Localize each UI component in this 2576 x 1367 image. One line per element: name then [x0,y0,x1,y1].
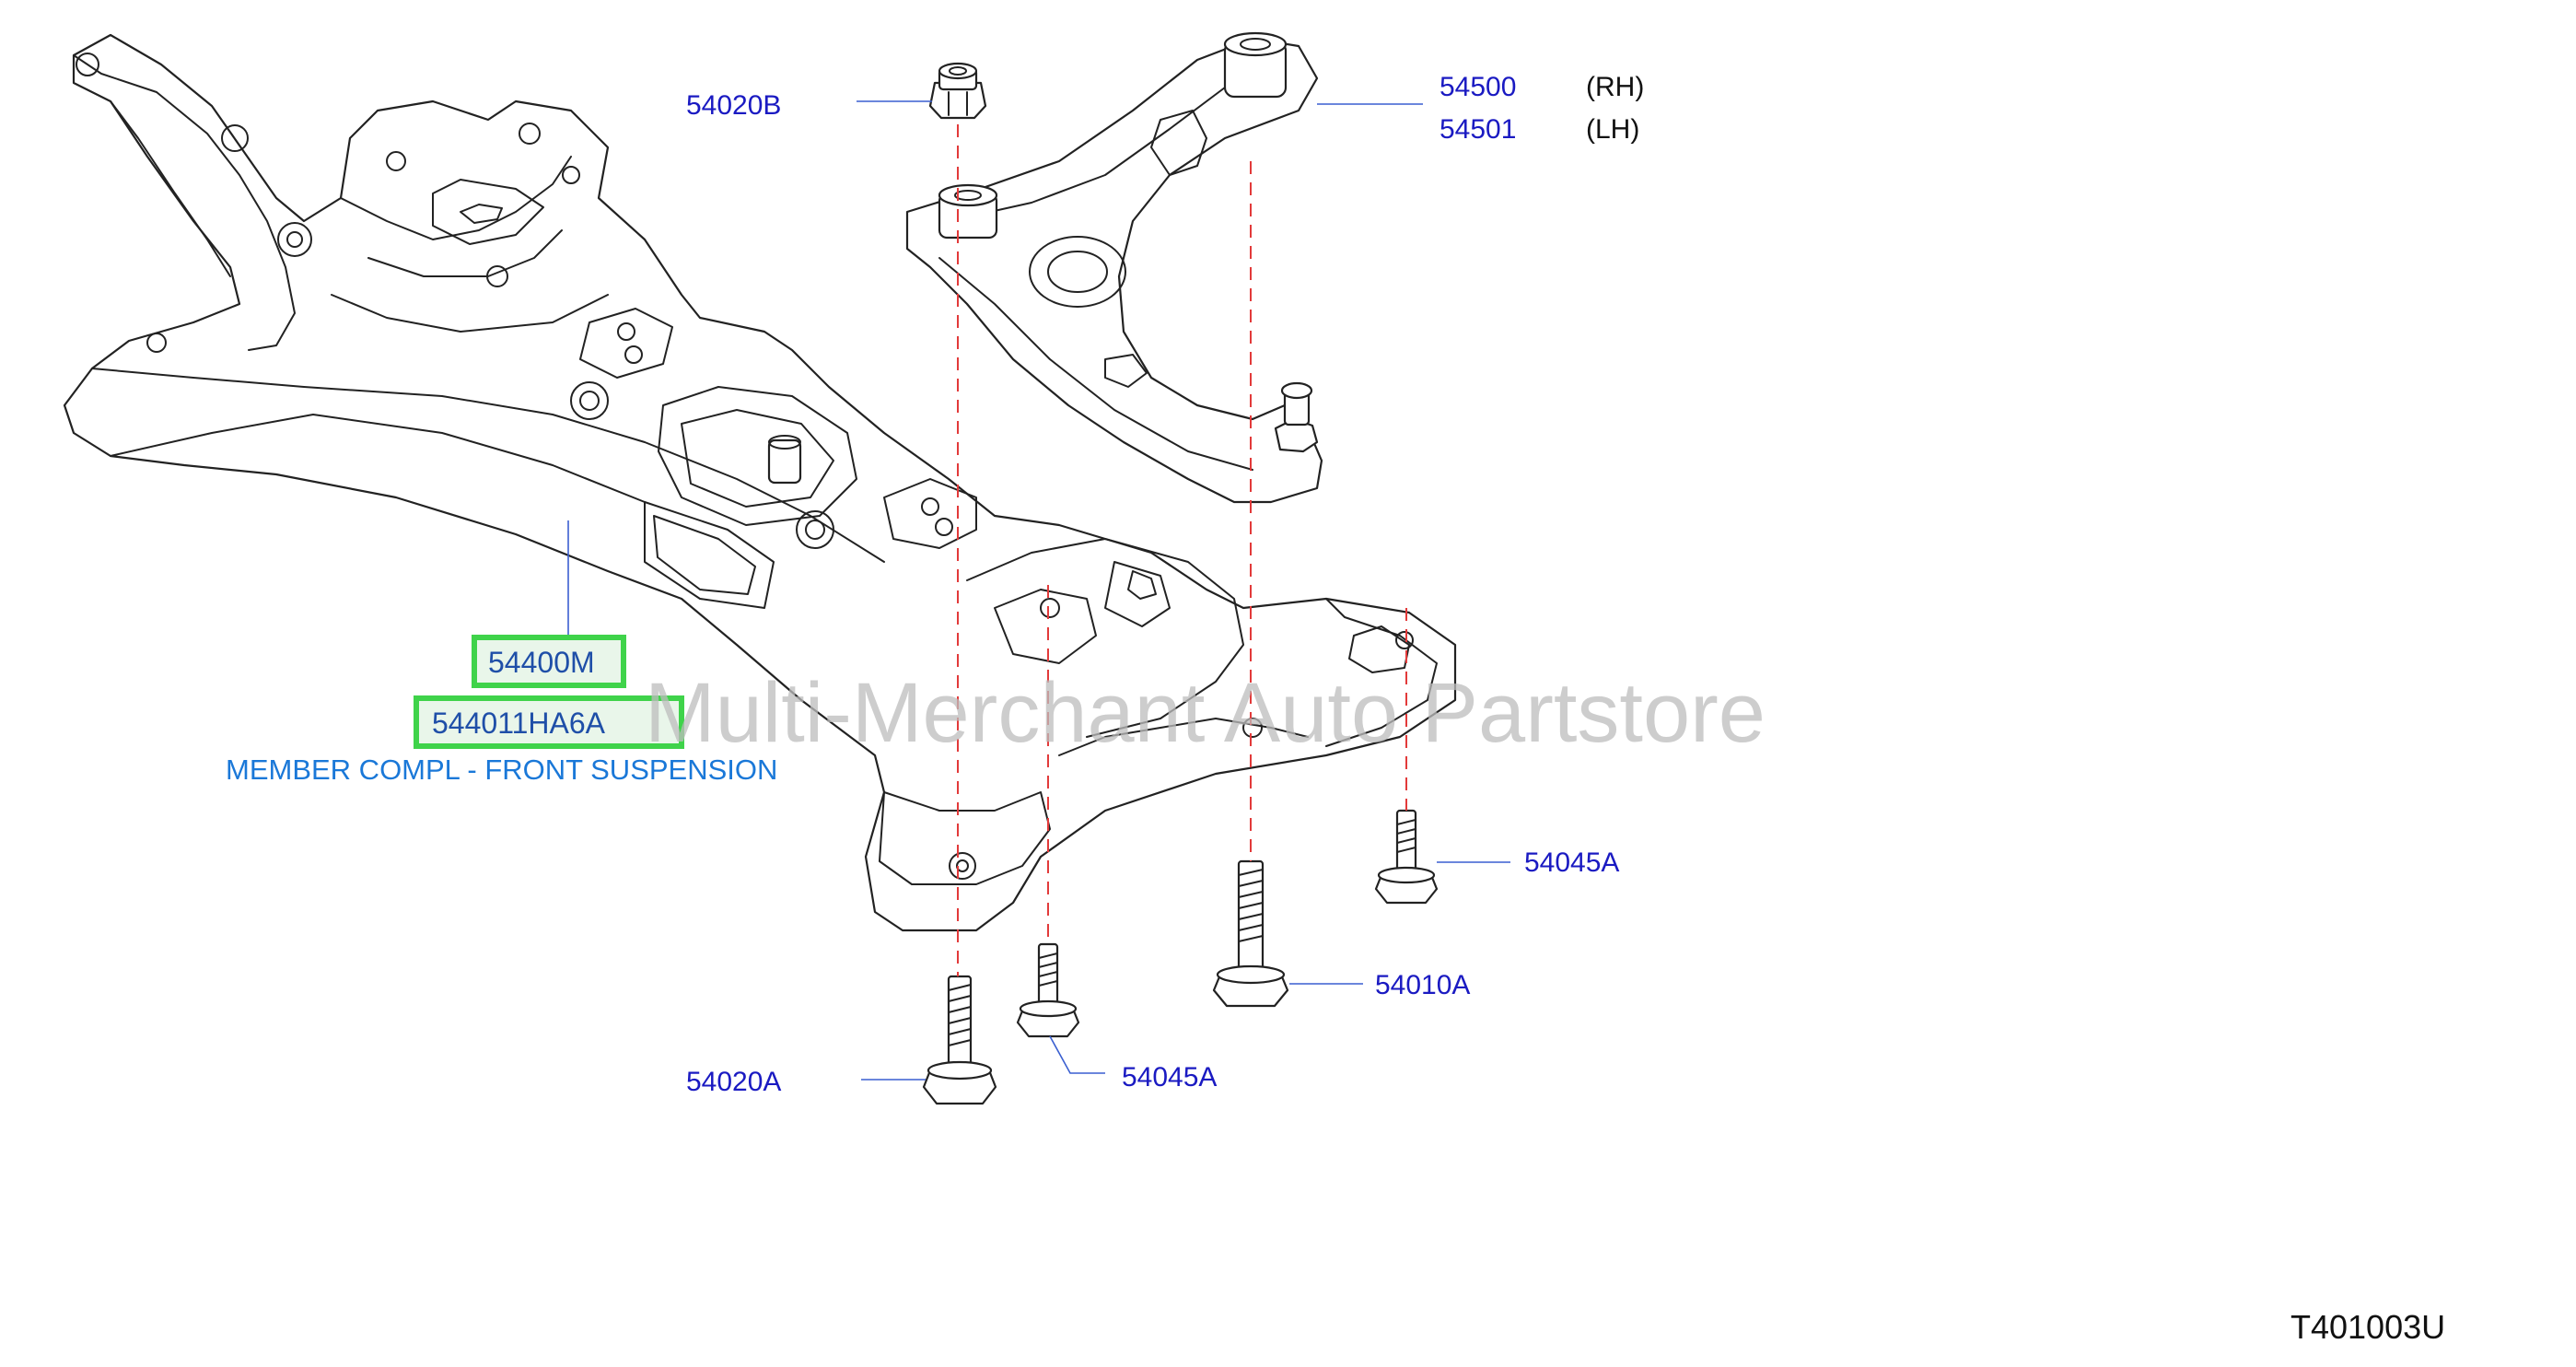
label-544011ha6a[interactable]: 544011HA6A [432,707,606,740]
nut-54020b[interactable] [928,62,987,120]
label-54045a-right[interactable]: 54045A [1524,847,1619,878]
figure-id: T401003U [2290,1308,2445,1346]
label-54020b[interactable]: 54020B [686,90,781,121]
bolt-54045a-right[interactable] [1374,809,1439,905]
bolt-54020a[interactable] [922,975,997,1105]
label-lh: (LH) [1586,114,1639,145]
label-54010a[interactable]: 54010A [1375,970,1470,1000]
lower-control-arm-drawing[interactable] [905,31,1323,504]
label-54045a-lower[interactable]: 54045A [1122,1062,1217,1092]
label-54501[interactable]: 54501 [1440,114,1516,145]
bolt-54010a[interactable] [1212,859,1289,1008]
highlight-54400m [472,635,626,688]
watermark: Multi-Merchant Auto Partstore [645,666,1766,760]
assembly-axes [957,124,1407,976]
part-description: MEMBER COMPL - FRONT SUSPENSION [226,754,777,786]
label-54400m[interactable]: 54400M [488,646,595,679]
bolt-54045a-lower[interactable] [1016,942,1080,1038]
label-54500[interactable]: 54500 [1440,72,1516,102]
leader-lines [567,100,1510,1081]
suspension-member-drawing[interactable] [63,33,1457,932]
highlight-544011ha6a [414,695,684,749]
label-rh: (RH) [1586,72,1644,102]
label-54020a[interactable]: 54020A [686,1067,781,1097]
